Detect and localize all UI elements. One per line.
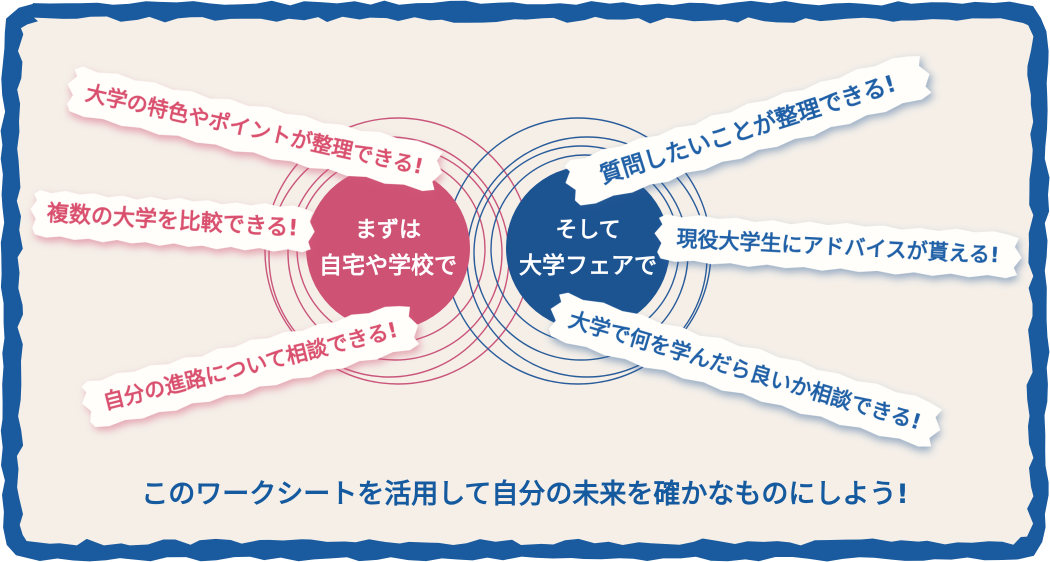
footer-callout: このワークシートを活用して自分の未来を確かなものにしよう! — [141, 479, 909, 510]
